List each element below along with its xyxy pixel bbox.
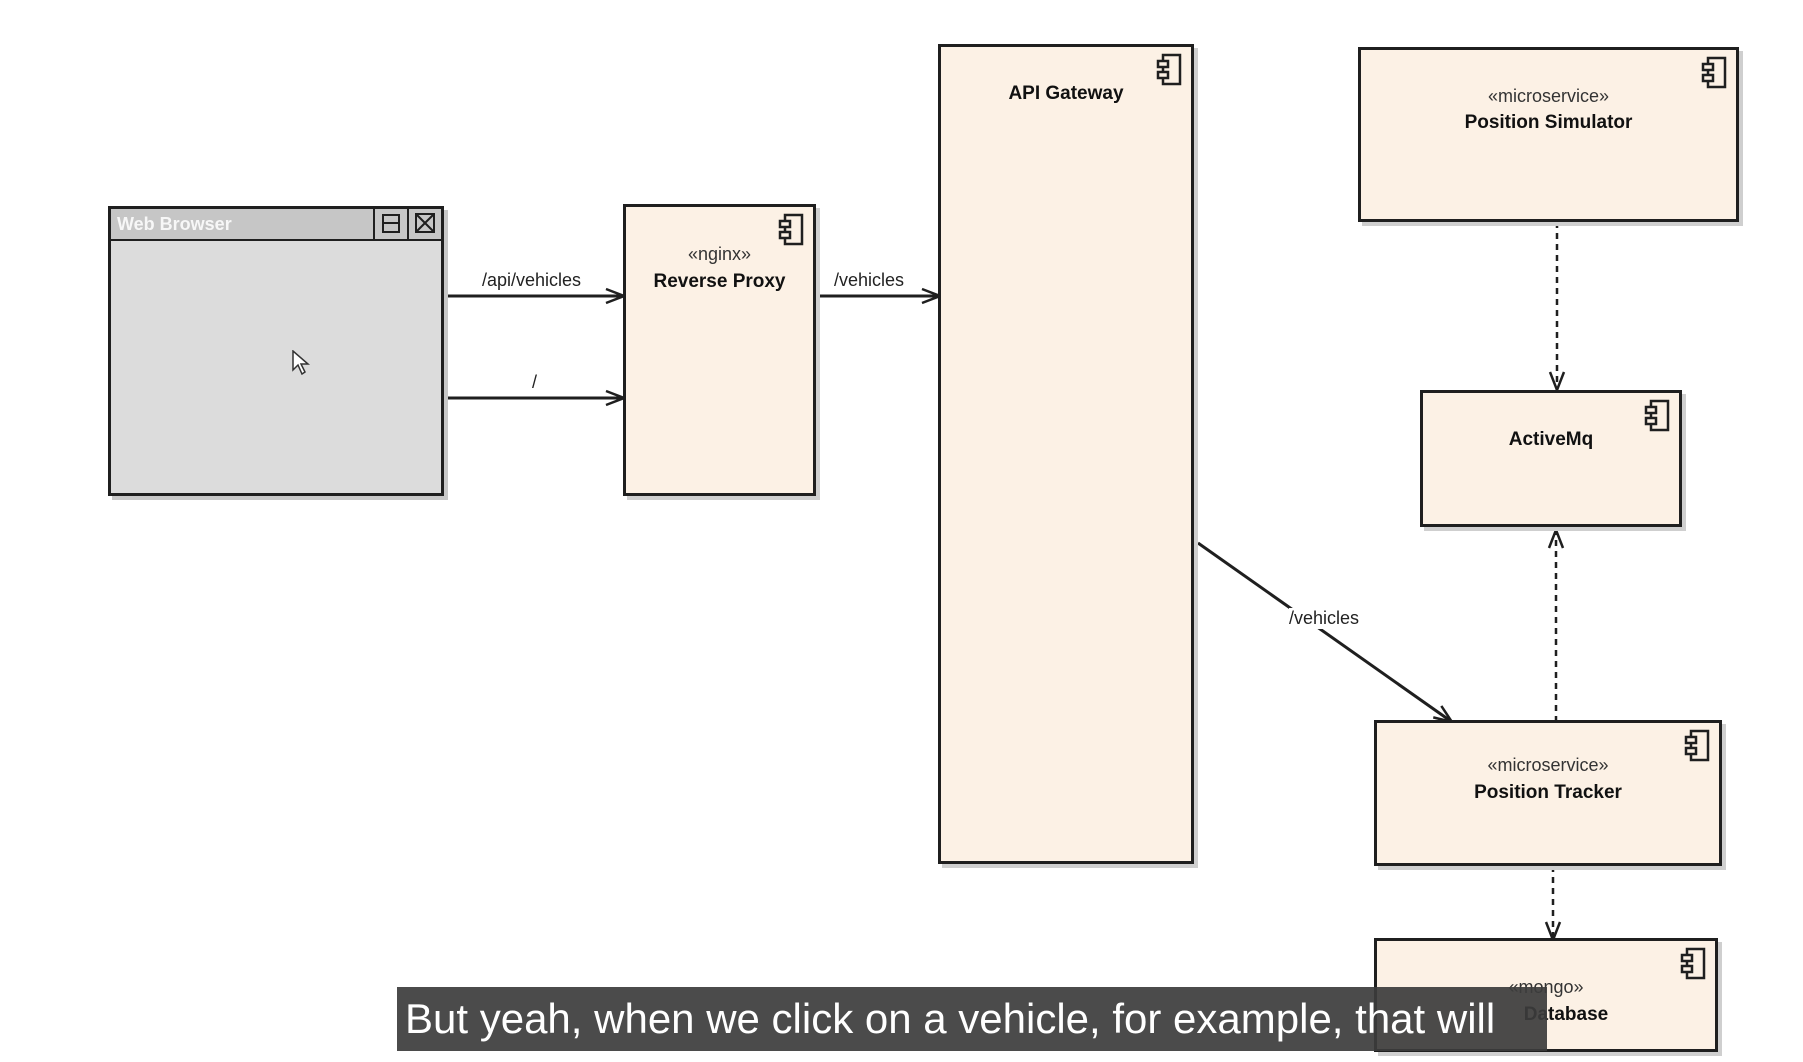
component-icon bbox=[1701, 56, 1727, 89]
edge-label-root: / bbox=[532, 372, 538, 392]
close-icon[interactable] bbox=[407, 209, 441, 239]
position-simulator-stereotype: «microservice» bbox=[1487, 86, 1610, 106]
component-icon bbox=[778, 213, 804, 246]
reverse-proxy-name: Reverse Proxy bbox=[653, 271, 786, 292]
api-gateway-name: API Gateway bbox=[1008, 83, 1124, 104]
position-simulator-component[interactable]: «microservice» Position Simulator bbox=[1358, 47, 1739, 222]
component-icon bbox=[1680, 947, 1706, 980]
component-icon bbox=[1156, 53, 1182, 86]
web-browser-node[interactable]: Web Browser bbox=[108, 206, 444, 496]
mouse-cursor-icon bbox=[292, 350, 311, 376]
reverse-proxy-stereotype: «nginx» bbox=[687, 244, 752, 264]
activemq-name: ActiveMq bbox=[1508, 429, 1594, 450]
component-icon bbox=[1684, 729, 1710, 762]
position-simulator-name: Position Simulator bbox=[1464, 112, 1633, 133]
edge-label-gateway-vehicles: /vehicles bbox=[1289, 608, 1360, 629]
reverse-proxy-component[interactable]: «nginx» Reverse Proxy bbox=[623, 204, 816, 496]
maximize-icon[interactable] bbox=[373, 209, 407, 239]
web-browser-title: Web Browser bbox=[117, 214, 232, 234]
position-tracker-component[interactable]: «microservice» Position Tracker bbox=[1374, 720, 1722, 866]
api-gateway-component[interactable]: API Gateway bbox=[938, 44, 1194, 864]
activemq-component[interactable]: ActiveMq bbox=[1420, 390, 1682, 527]
position-tracker-stereotype: «microservice» bbox=[1487, 755, 1609, 775]
web-browser-titlebar: Web Browser bbox=[111, 209, 441, 241]
position-tracker-name: Position Tracker bbox=[1474, 782, 1622, 803]
edge-gateway-to-tracker bbox=[1197, 541, 1452, 722]
component-icon bbox=[1644, 399, 1670, 432]
edge-label-api-vehicles: /api/vehicles bbox=[482, 270, 582, 290]
video-caption: But yeah, when we click on a vehicle, fo… bbox=[397, 987, 1547, 1051]
edge-label-proxy-vehicles: /vehicles bbox=[834, 270, 905, 290]
